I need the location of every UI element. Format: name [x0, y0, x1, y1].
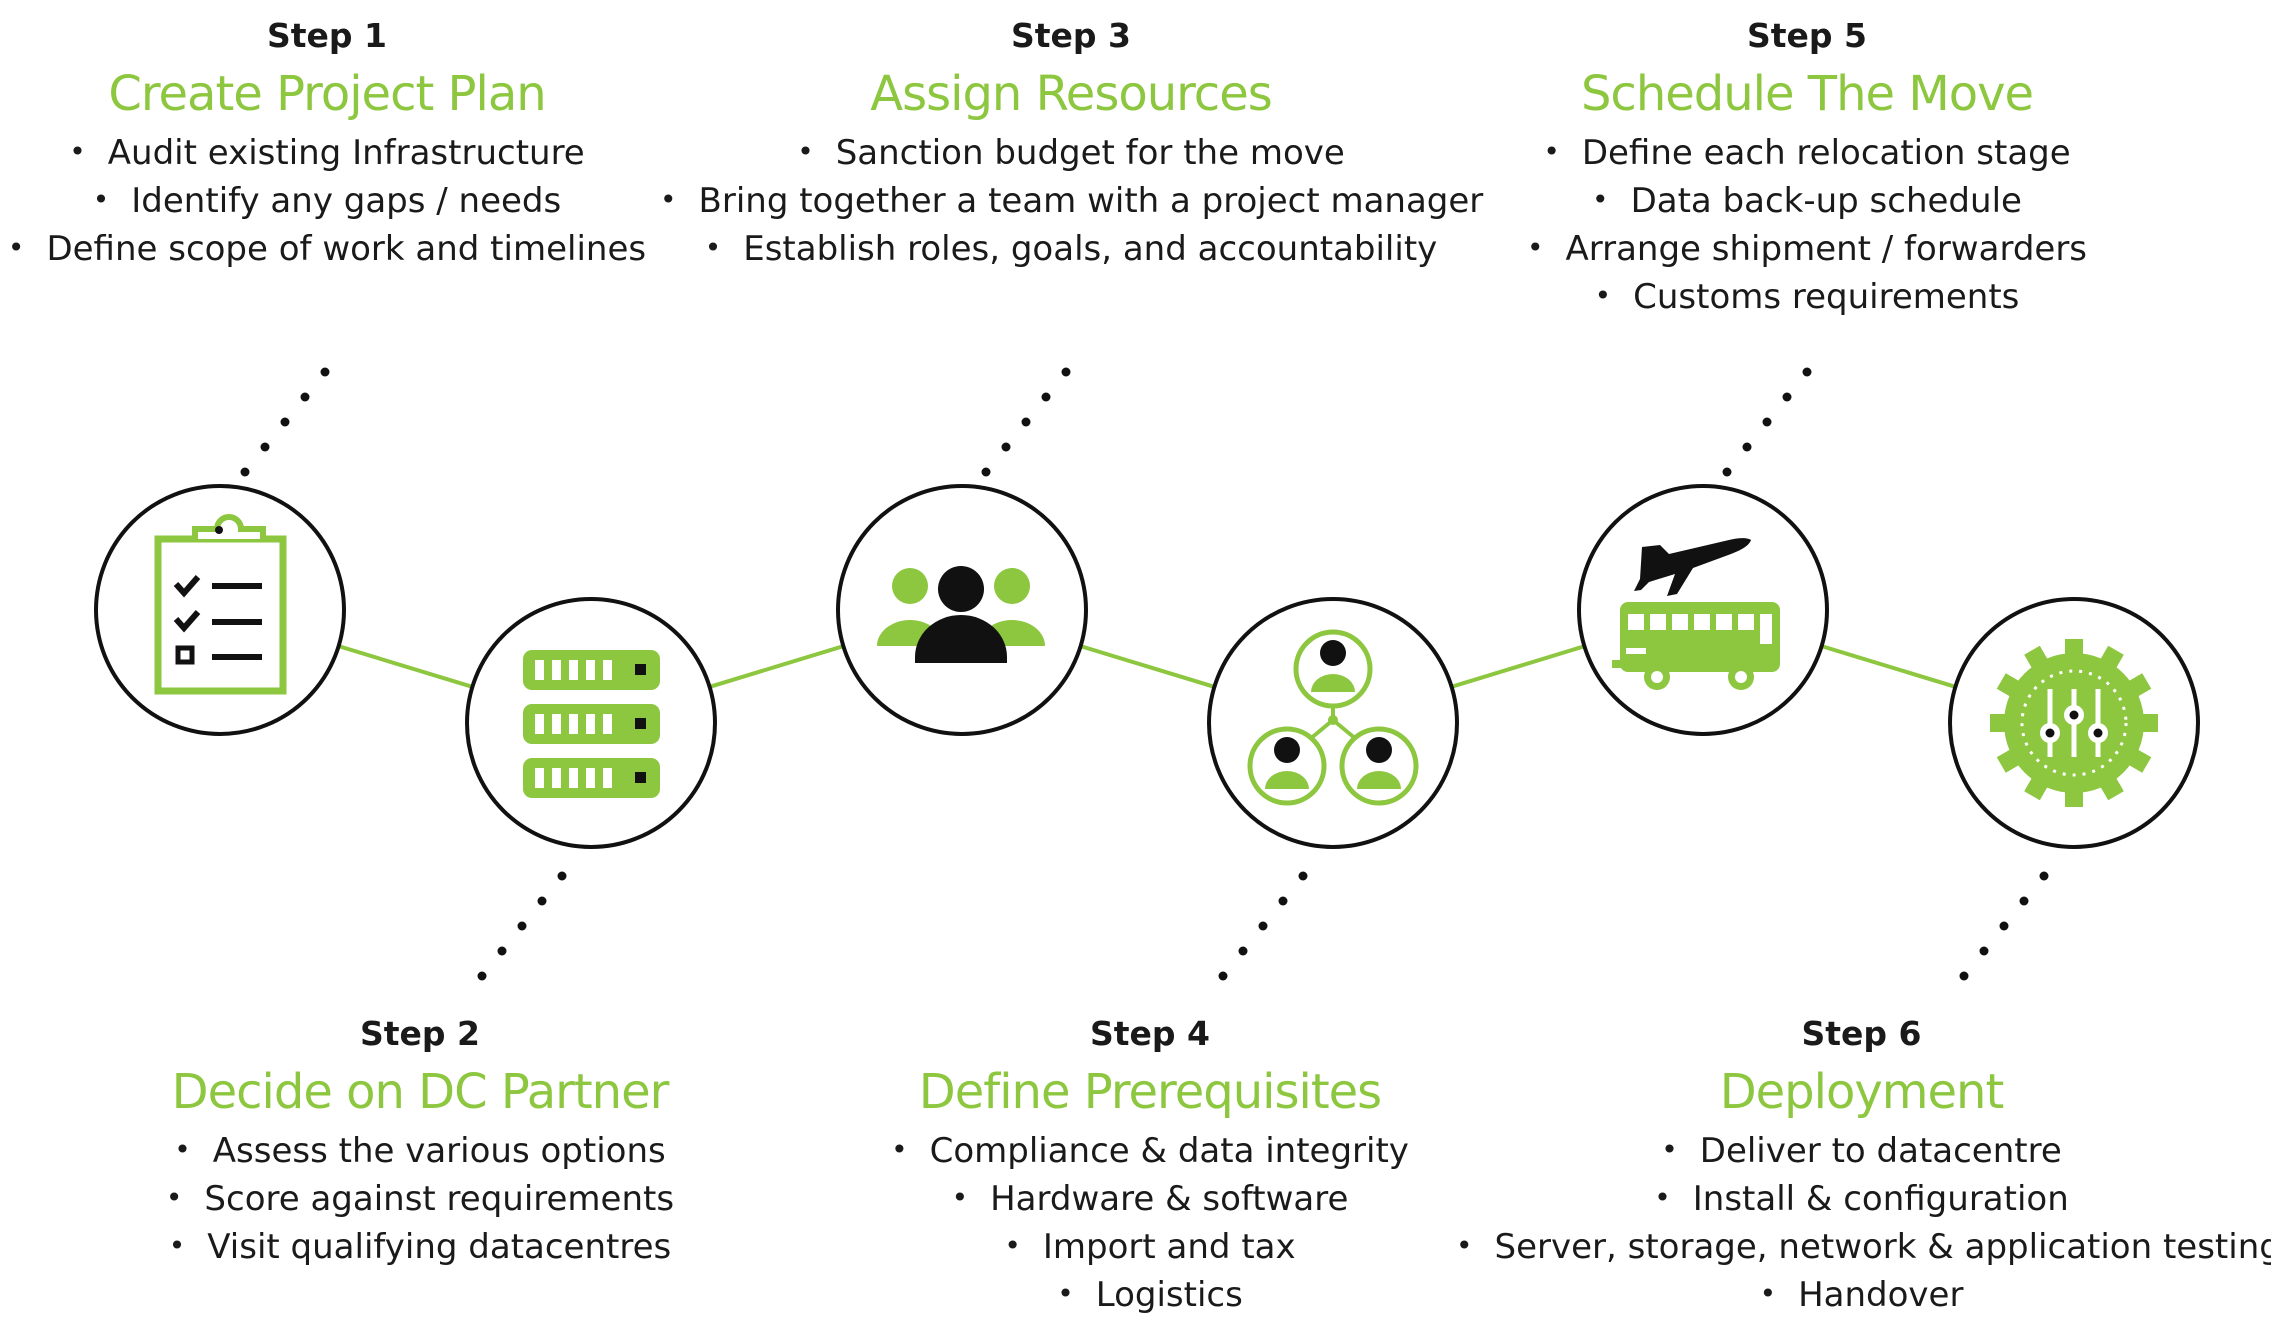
step-1-node — [94, 484, 346, 736]
list-item: Logistics — [860, 1272, 1440, 1320]
list-item: Define each relocation stage — [1500, 130, 2114, 178]
list-item: Audit existing Infrastructure — [0, 130, 654, 178]
list-item: Assess the various options — [110, 1128, 730, 1176]
step-4-title: Define Prerequisites — [918, 1064, 1382, 1120]
server-rack-icon — [523, 650, 660, 798]
step-3-title: Assign Resources — [870, 66, 1272, 122]
step-5-bullets: Define each relocation stage Data back-u… — [1500, 130, 2114, 322]
list-item: Deliver to datacentre — [1456, 1128, 2267, 1176]
step-2-node — [465, 597, 717, 849]
connected-people-icon — [1247, 629, 1419, 806]
step-5-label: Step 5 — [1747, 16, 1867, 55]
dotted-leader-5 — [1722, 367, 1812, 477]
list-item: Handover — [1456, 1272, 2267, 1320]
list-item: Import and tax — [860, 1224, 1440, 1272]
list-item: Identify any gaps / needs — [0, 178, 654, 226]
step-6-label: Step 6 — [1801, 1014, 1922, 1053]
dotted-leader-6 — [1959, 871, 2049, 981]
list-item: Customs requirements — [1500, 274, 2114, 322]
step-3-node — [836, 484, 1088, 736]
step-1-block: Step 1 Create Project Plan Audit existin… — [0, 16, 654, 274]
list-item: Arrange shipment / forwarders — [1500, 226, 2114, 274]
team-group-icon — [877, 566, 1045, 663]
step-5-node — [1577, 484, 1829, 736]
list-item: Compliance & data integrity — [860, 1128, 1440, 1176]
step-3-bullets: Sanction budget for the move Bring toget… — [660, 130, 1484, 274]
step-6-block: Step 6 Deployment Deliver to datacentre … — [1456, 1014, 2271, 1320]
step-3-label: Step 3 — [1011, 16, 1131, 55]
step-3-block: Step 3 Assign Resources Sanction budget … — [660, 16, 1484, 274]
list-item: Visit qualifying datacentres — [110, 1224, 730, 1272]
list-item: Data back-up schedule — [1500, 178, 2114, 226]
step-2-bullets: Assess the various options Score against… — [110, 1128, 730, 1272]
step-6-bullets: Deliver to datacentre Install & configur… — [1456, 1128, 2271, 1320]
plane-and-bus-icon — [1612, 538, 1780, 690]
step-4-block: Step 4 Define Prerequisites Compliance &… — [860, 1014, 1440, 1320]
step-2-label: Step 2 — [360, 1014, 480, 1053]
step-6-title: Deployment — [1719, 1064, 2005, 1120]
list-item: Define scope of work and timelines — [0, 226, 654, 274]
step-1-label: Step 1 — [267, 16, 387, 55]
clipboard-checklist-icon — [154, 514, 287, 695]
step-2-title: Decide on DC Partner — [171, 1064, 670, 1120]
step-1-title: Create Project Plan — [108, 66, 546, 122]
step-5-block: Step 5 Schedule The Move Define each rel… — [1500, 16, 2114, 322]
list-item: Server, storage, network & application t… — [1456, 1224, 2271, 1272]
step-1-bullets: Audit existing Infrastructure Identify a… — [0, 130, 654, 274]
list-item: Establish roles, goals, and accountabili… — [660, 226, 1482, 274]
step-2-block: Step 2 Decide on DC Partner Assess the v… — [110, 1014, 730, 1272]
list-item: Bring together a team with a project man… — [660, 178, 1484, 226]
step-4-label: Step 4 — [1090, 1014, 1210, 1053]
step-4-bullets: Compliance & data integrity Hardware & s… — [860, 1128, 1440, 1320]
dotted-leader-1 — [240, 367, 330, 477]
step-4-node — [1207, 597, 1459, 849]
list-item: Score against requirements — [110, 1176, 730, 1224]
step-6-node — [1948, 597, 2200, 849]
step-5-title: Schedule The Move — [1580, 66, 2034, 122]
dotted-leader-3 — [981, 367, 1071, 477]
list-item: Install & configuration — [1456, 1176, 2267, 1224]
gear-controls-icon — [1990, 639, 2158, 807]
list-item: Sanction budget for the move — [660, 130, 1482, 178]
dotted-leader-4 — [1218, 871, 1308, 981]
dotted-leader-2 — [477, 871, 567, 981]
list-item: Hardware & software — [860, 1176, 1440, 1224]
